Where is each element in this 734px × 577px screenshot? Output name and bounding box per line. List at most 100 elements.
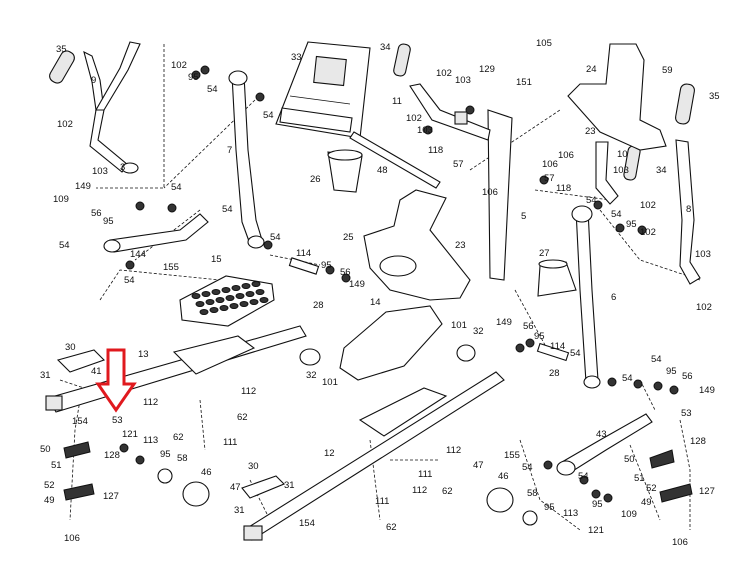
cup-holder <box>327 149 363 193</box>
right-upper-handlebar <box>675 83 701 285</box>
grip-dot <box>191 293 201 299</box>
part-label-118: 118 <box>556 183 571 194</box>
part-label-114: 114 <box>550 341 565 352</box>
part-label-5: 5 <box>521 211 526 222</box>
washer <box>579 475 589 485</box>
part-label-106: 106 <box>672 537 688 548</box>
part-label-128: 128 <box>104 450 120 461</box>
left-pedal <box>179 275 275 327</box>
part-label-57: 57 <box>453 159 464 170</box>
part-label-113: 113 <box>563 508 578 519</box>
part-label-95: 95 <box>626 219 637 230</box>
part-label-144: 144 <box>130 249 146 260</box>
part-label-33: 33 <box>291 52 302 63</box>
part-label-56: 56 <box>91 208 102 219</box>
base-shroud <box>363 189 471 301</box>
part-label-28: 28 <box>549 368 560 379</box>
part-label-101: 101 <box>451 320 467 331</box>
part-label-26: 26 <box>310 174 321 185</box>
part-label-102: 102 <box>640 227 656 238</box>
part-label-112: 112 <box>143 397 158 408</box>
axles <box>288 257 570 362</box>
grip-dot <box>239 301 249 307</box>
part-label-49: 49 <box>44 495 55 506</box>
part-label-30: 30 <box>248 461 259 472</box>
washer <box>637 225 647 235</box>
part-label-31: 31 <box>234 505 245 516</box>
upper-shroud <box>567 43 667 151</box>
washer <box>543 460 553 470</box>
pedal-arm-caps <box>56 349 285 499</box>
washer <box>465 105 475 115</box>
part-label-25: 25 <box>343 232 354 243</box>
part-label-151: 151 <box>516 77 532 88</box>
part-label-34: 34 <box>380 42 391 53</box>
part-label-9: 9 <box>91 75 96 86</box>
part-label-95: 95 <box>592 499 603 510</box>
part-label-129: 129 <box>479 64 495 75</box>
right-pedal <box>339 305 443 381</box>
part-label-103: 103 <box>613 165 629 176</box>
part-label-154: 154 <box>72 416 88 427</box>
part-label-51: 51 <box>51 460 62 471</box>
grip-dot <box>255 289 265 295</box>
part-label-54: 54 <box>578 471 589 482</box>
part-label-112: 112 <box>446 445 461 456</box>
part-label-8: 8 <box>686 204 691 215</box>
grip-dot <box>219 305 229 311</box>
part-label-95: 95 <box>188 72 199 83</box>
washer <box>603 493 613 503</box>
grip-dot <box>235 293 245 299</box>
part-label-112: 112 <box>241 386 256 397</box>
part-label-54: 54 <box>207 84 218 95</box>
part-label-54: 54 <box>622 373 633 384</box>
left-leveling-feet <box>63 441 95 501</box>
part-label-31: 31 <box>284 480 295 491</box>
part-label-111: 111 <box>375 496 389 507</box>
washer <box>255 92 265 102</box>
part-label-24: 24 <box>586 64 597 75</box>
part-label-111: 111 <box>223 437 237 448</box>
part-label-11: 11 <box>392 96 402 107</box>
part-label-13: 13 <box>138 349 149 360</box>
part-label-155: 155 <box>504 450 520 461</box>
part-label-62: 62 <box>237 412 248 423</box>
part-label-47: 47 <box>230 482 241 493</box>
part-label-62: 62 <box>173 432 184 443</box>
part-label-23: 23 <box>585 126 596 137</box>
part-label-32: 32 <box>473 326 484 337</box>
left-pedal-grip <box>191 281 269 315</box>
part-label-62: 62 <box>442 486 453 497</box>
part-label-149: 149 <box>699 385 715 396</box>
part-label-128: 128 <box>690 436 706 447</box>
part-label-149: 149 <box>75 181 91 192</box>
grip-dot <box>251 281 261 287</box>
part-label-149: 149 <box>496 317 512 328</box>
part-label-52: 52 <box>44 480 55 491</box>
part-label-53: 53 <box>112 415 123 426</box>
part-label-149: 149 <box>349 279 365 290</box>
part-label-10: 10 <box>617 149 628 160</box>
part-label-47: 47 <box>473 460 484 471</box>
washer <box>135 455 145 465</box>
washer <box>135 201 145 211</box>
part-label-102: 102 <box>696 302 712 313</box>
part-label-58: 58 <box>177 453 188 464</box>
part-label-54: 54 <box>263 110 274 121</box>
water-bottle-holder <box>537 259 577 297</box>
part-label-41: 41 <box>91 366 102 377</box>
part-label-54: 54 <box>171 182 182 193</box>
grip-dot <box>221 287 231 293</box>
left-crank-link <box>103 213 209 253</box>
part-label-109: 109 <box>621 509 637 520</box>
part-label-102: 102 <box>436 68 452 79</box>
part-label-127: 127 <box>103 491 119 502</box>
part-label-114: 114 <box>296 248 311 259</box>
grip-dot <box>215 297 225 303</box>
part-label-58: 58 <box>527 488 538 499</box>
hardware-fasteners <box>119 65 679 503</box>
right-leveling-feet <box>649 449 693 503</box>
part-label-95: 95 <box>321 260 332 271</box>
part-label-12: 12 <box>324 448 335 459</box>
